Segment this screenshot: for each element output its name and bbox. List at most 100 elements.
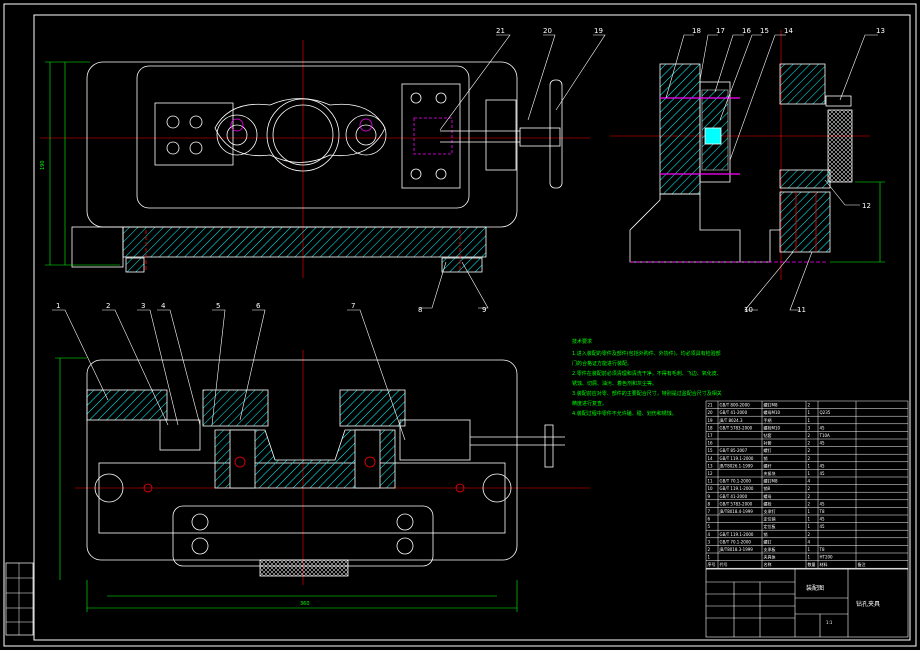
bom-cell: GB/T 85-2007: [720, 448, 748, 453]
bom-cell: HT200: [820, 555, 834, 560]
top-view: [40, 40, 590, 278]
bom-cell: T8: [819, 509, 825, 514]
bom-cell: JB/T8018.4-1999: [719, 509, 754, 514]
bom-cell: 螺钉: [764, 538, 772, 544]
bom-cell: GB/T 41-2000: [720, 410, 748, 415]
callout-19: 19: [594, 27, 603, 35]
front-view-dim-width: 360: [300, 601, 310, 607]
bom-cell: 螺杆: [764, 462, 772, 468]
bom-cell: 螺钉M8: [764, 478, 778, 484]
bom-cell: 2: [708, 547, 711, 552]
callout-8: 8: [418, 306, 422, 314]
bom-cell: 4: [708, 532, 711, 537]
bom-cell: 13: [708, 463, 714, 468]
callout-20: 20: [543, 27, 552, 35]
bom-cell: 定位销: [764, 516, 776, 522]
callout-2: 2: [106, 302, 110, 310]
bom-cell: 4: [808, 539, 811, 544]
callout-leaders: [52, 34, 878, 441]
bom-header-cell: 代号: [720, 561, 728, 567]
title-company: 钻孔夹具: [856, 600, 880, 608]
front-view: [75, 350, 590, 585]
bom-cell: 螺母M10: [764, 409, 781, 415]
bom-cell: 销8: [764, 485, 771, 491]
callout-10: 10: [744, 306, 753, 314]
bom-cell: 3: [808, 425, 811, 430]
bom-cell: 1: [808, 410, 811, 415]
bom-cell: 8: [708, 501, 711, 506]
bom-header-cell: 名称: [764, 561, 772, 567]
bom-cell: 1: [808, 524, 811, 529]
callout-12: 12: [862, 202, 871, 210]
bom-cell: 3: [708, 539, 711, 544]
bom-cell: T10A: [819, 433, 831, 438]
bom-cell: 1: [808, 547, 811, 552]
bom-cell: 定位板: [764, 523, 776, 529]
bom-cell: 螺钉M8: [764, 402, 778, 408]
callout-14: 14: [784, 27, 793, 35]
bom-cell: 螺母: [764, 493, 772, 499]
bom-cell: 45: [820, 463, 826, 468]
callout-17: 17: [716, 27, 725, 35]
inner-frame: [33, 14, 911, 641]
side-view-dims: [830, 181, 885, 263]
side-view: [610, 30, 870, 280]
callout-18: 18: [692, 27, 701, 35]
bom-cell: 17: [708, 433, 714, 438]
callout-labels: 1 2 3 4 5 6 7 8 9 10 11 12 13 14 15 16 1…: [56, 27, 885, 314]
bom-cell: 21: [708, 403, 714, 408]
bom-cell: Q235: [820, 410, 831, 415]
bom-cell: 1: [808, 418, 811, 423]
bom-cell: 钻套: [764, 432, 772, 438]
callout-5: 5: [216, 302, 220, 310]
bom-cell: 45: [820, 425, 826, 430]
bom-cell: 1: [708, 555, 711, 560]
bom-cell: 45: [820, 501, 826, 506]
bom-cell: T8: [819, 547, 825, 552]
bom-cell: GB/T 119.1-2000: [720, 456, 754, 461]
bom-cell: 5: [708, 524, 711, 529]
bom-cell: 1: [808, 517, 811, 522]
bom-cell: 销: [764, 531, 768, 537]
bom-cell: 销: [764, 455, 768, 461]
callout-13: 13: [876, 27, 885, 35]
tech-notes-title: 技术要求: [572, 339, 593, 345]
bom-header-cell: 序号: [708, 561, 716, 567]
bom-cell: 2: [808, 456, 811, 461]
bom-header-cell: 材料: [820, 561, 828, 567]
bom-cell: 1: [808, 471, 811, 476]
bom-cell: 支承钉: [764, 508, 776, 514]
bom-header-cell: 数量: [808, 561, 816, 567]
bom-cell: 2: [808, 441, 811, 446]
bom-cell: 9: [708, 494, 711, 499]
bom-cell: JB/T 8024.3: [719, 418, 743, 423]
bom-cell: 18: [708, 425, 714, 430]
top-view-dims: [45, 61, 120, 266]
bom-cell: 12: [708, 471, 714, 476]
left-stamp-box: [5, 562, 34, 636]
bom-cell: 2: [808, 532, 811, 537]
bom-cell: GB/T 800-2000: [720, 403, 751, 408]
bom-cell: 1: [808, 555, 811, 560]
bom-cell: GB/T 119.1-2000: [720, 532, 754, 537]
bom-cell: 11: [708, 479, 714, 484]
bom-cell: 螺钉: [764, 447, 772, 453]
callout-4: 4: [161, 302, 166, 310]
technical-requirements: 技术要求 1.进入装配的零件及部件(包括外购件、外协件)，均必须具有检验部门的合…: [572, 337, 722, 419]
bom-cell: 6: [708, 517, 711, 522]
callout-6: 6: [256, 302, 261, 310]
bom-cell: 2: [808, 501, 811, 506]
tech-note-4: 4.装配过程中零件不允许磕、碰、划伤和锈蚀。: [572, 411, 677, 417]
bom-cell: 4: [808, 479, 811, 484]
bom-cell: JB/T8026.1-1999: [719, 463, 754, 468]
bom-cell: 45: [820, 517, 826, 522]
callout-9: 9: [482, 306, 486, 314]
bom-cell: 支承板: [764, 546, 776, 552]
tech-note-3: 3.装配前应对零、部件的主要配合尺寸，特别是过盈配合尺寸及相关精度进行复查。: [572, 391, 722, 407]
bom-cell: 夹具体: [764, 554, 776, 560]
title-scale: 1:1: [826, 620, 833, 625]
bom-cell: GB/T 70.1-2000: [720, 539, 752, 544]
bom-cell: GB/T 41-2000: [720, 494, 748, 499]
callout-1: 1: [56, 302, 60, 310]
